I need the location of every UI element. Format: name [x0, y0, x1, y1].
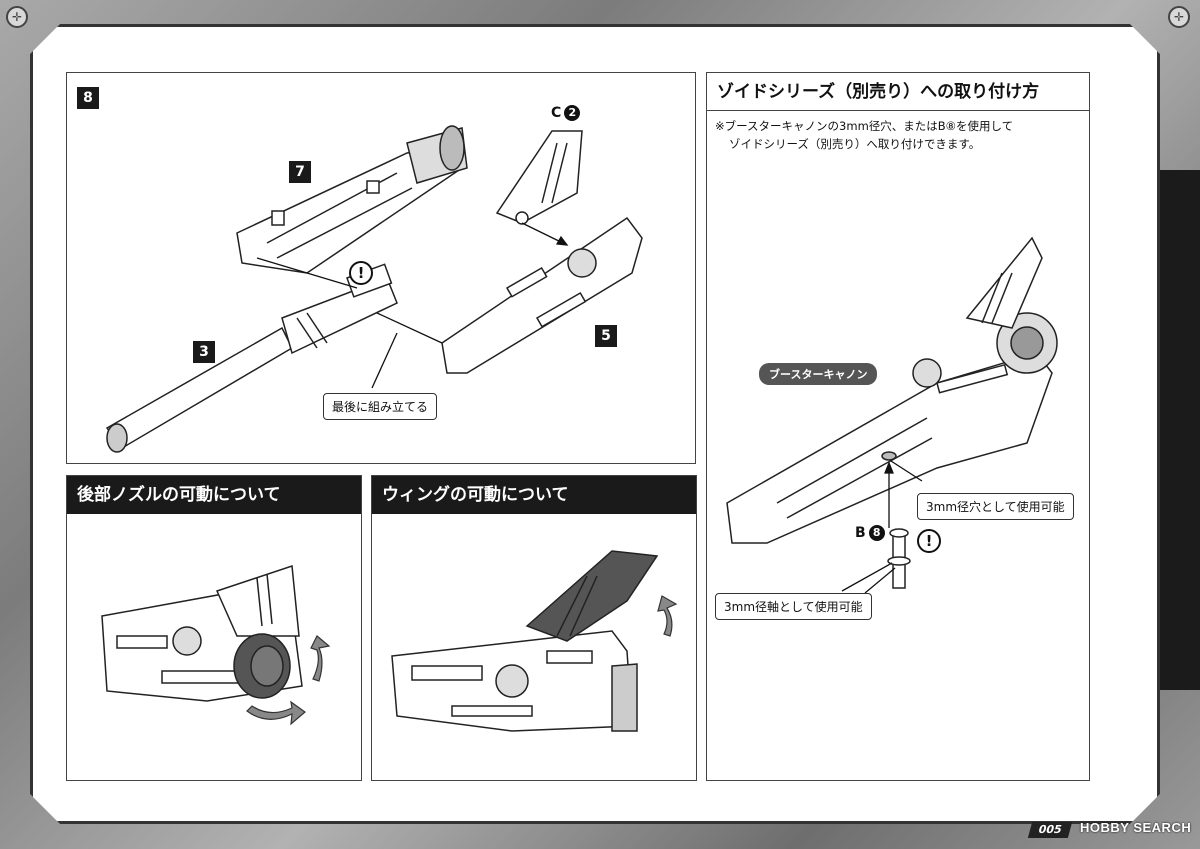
screw-icon: ✛ [1168, 6, 1190, 28]
booster-cannon-label: ブースターキャノン [759, 363, 878, 385]
part-b-number: 8 [868, 525, 885, 541]
callout-assemble-last: 最後に組み立てる [323, 393, 438, 420]
step-8-illustration [105, 125, 643, 453]
callout-3mm-shaft: 3mm径軸として使用可能 [715, 593, 872, 620]
rear-nozzle-title: 後部ノズルの可動について [67, 476, 361, 514]
part-c-number: 2 [564, 105, 581, 121]
step-8-panel: 8 [66, 72, 696, 464]
rear-nozzle-panel: 後部ノズルの可動について [66, 475, 362, 781]
exclamation-circle-icon: ! [917, 529, 941, 553]
part-b-prefix: B [855, 525, 866, 541]
part-5-badge: 5 [595, 325, 617, 347]
zoids-note-line-2: ゾイドシリーズ（別売り）へ取り付けできます。 [729, 137, 981, 151]
zoids-note-line-1: ※ブースターキャノンの3mm径穴、またはB⑧を使用して [715, 119, 1014, 133]
rear-nozzle-illustration [101, 564, 331, 726]
part-3-badge: 3 [193, 341, 215, 363]
exclamation-circle-icon: ! [349, 261, 373, 285]
part-7-badge: 7 [289, 161, 311, 183]
wing-panel: ウィングの可動について [371, 475, 697, 781]
hobby-search-watermark: HOBBY SEARCH [1080, 820, 1192, 835]
wing-title: ウィングの可動について [372, 476, 696, 514]
screw-icon: ✛ [6, 6, 28, 28]
callout-3mm-hole: 3mm径穴として使用可能 [917, 493, 1074, 520]
zoids-title: ゾイドシリーズ（別売り）への取り付け方 [707, 73, 1089, 111]
part-c-prefix: C [551, 105, 562, 121]
step-number-badge: 8 [77, 87, 99, 109]
booster-cannon-illustration [726, 236, 1058, 594]
zoids-attachment-panel: ゾイドシリーズ（別売り）への取り付け方 ※ブースターキャノンの3mm径穴、または… [706, 72, 1090, 781]
page-number: 005 [1027, 822, 1073, 838]
wing-illustration [391, 550, 678, 732]
